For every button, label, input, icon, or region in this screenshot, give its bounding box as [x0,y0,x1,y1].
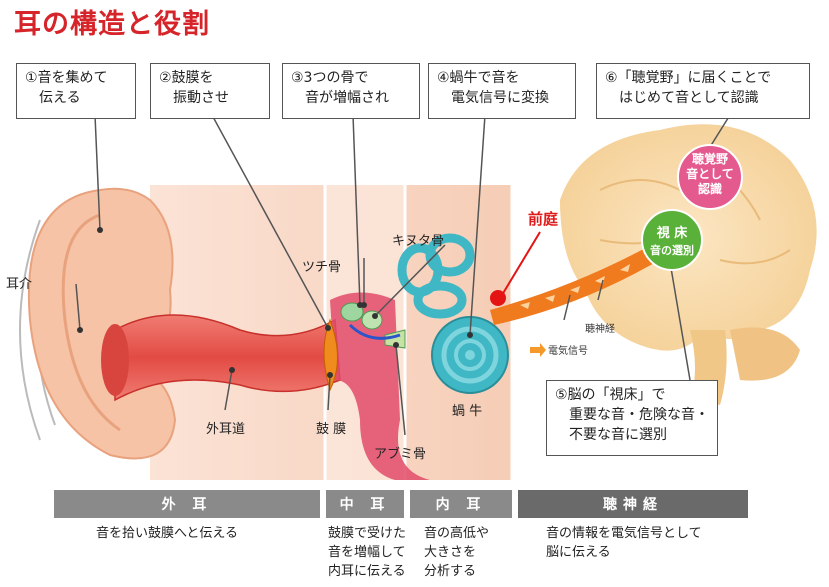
label-stapes: アブミ骨 [374,447,427,462]
eardrum [323,318,338,392]
page-title: 耳の構造と役割 [14,9,210,40]
callout-ossicles-amplify: ③3つの骨で 音が増幅され [282,63,420,119]
callout-vibrate-eardrum: ②鼓膜を 振動させ [150,63,270,119]
cerebellum [730,327,800,381]
callout-lines [75,114,731,436]
label-malleus: ツチ骨 [302,260,342,275]
label-ear-canal: 外耳道 [206,422,246,437]
label-eardrum: 鼓 膜 [316,422,347,437]
shisho-title: 視 床 [656,226,688,241]
label-incus: キヌタ骨 [392,234,445,249]
label-electric-signal: 電気信号 [548,346,588,357]
shisho-subtitle: 音の選別 [650,244,694,257]
desc-nerve: 音の情報を電気信号として 脳に伝える [546,526,702,560]
label-vestibule: 前庭 [528,210,559,228]
callout-collect-sound: ①音を集めて 伝える [16,63,136,119]
callout-dots [77,227,473,378]
callout-thalamus: ⑤脳の「視床」で 重要な音・危険な音・ 不要な音に選別 [546,380,718,456]
incus [361,310,383,330]
label-cochlea: 蝸 牛 [452,404,483,419]
callout-cochlea-convert: ④蝸牛で音を 電気信号に変換 [428,63,576,119]
shisho-circle [641,209,703,271]
stapes [384,329,406,349]
section-middle-ear: 中 耳 [326,490,404,518]
label-pinna: 耳介 [6,277,33,292]
nerve-arrows [520,264,630,309]
zentei-pointer [501,231,541,296]
label-auditory-nerve: 聴神経 [585,324,615,335]
signal-legend-arrow [530,343,546,357]
auditory-nerve [490,240,668,325]
section-outer-ear: 外 耳 [54,490,320,518]
chokakuya-label: 聴覚野 音として 認識 [686,152,734,196]
section-inner-ear: 内 耳 [410,490,512,518]
desc-middle-ear: 鼓膜で受けた 音を増幅して 内耳に伝える [328,526,407,579]
middle-ear-cavity [330,292,430,480]
chokakuya-circle [677,144,743,210]
desc-inner-ear: 音の高低や 大きさを 分析する [424,526,490,579]
canal-opening [101,324,129,396]
desc-outer-ear: 音を拾い鼓膜へと伝える [96,526,238,541]
pinna-inner [61,213,121,432]
section-nerve: 聴神経 [518,490,748,518]
malleus [340,302,364,322]
semicircular-canals [397,233,475,319]
callout-auditory-cortex: ⑥「聴覚野」に届くことで はじめて音として認識 [596,63,810,119]
ossicle-link [348,323,401,340]
